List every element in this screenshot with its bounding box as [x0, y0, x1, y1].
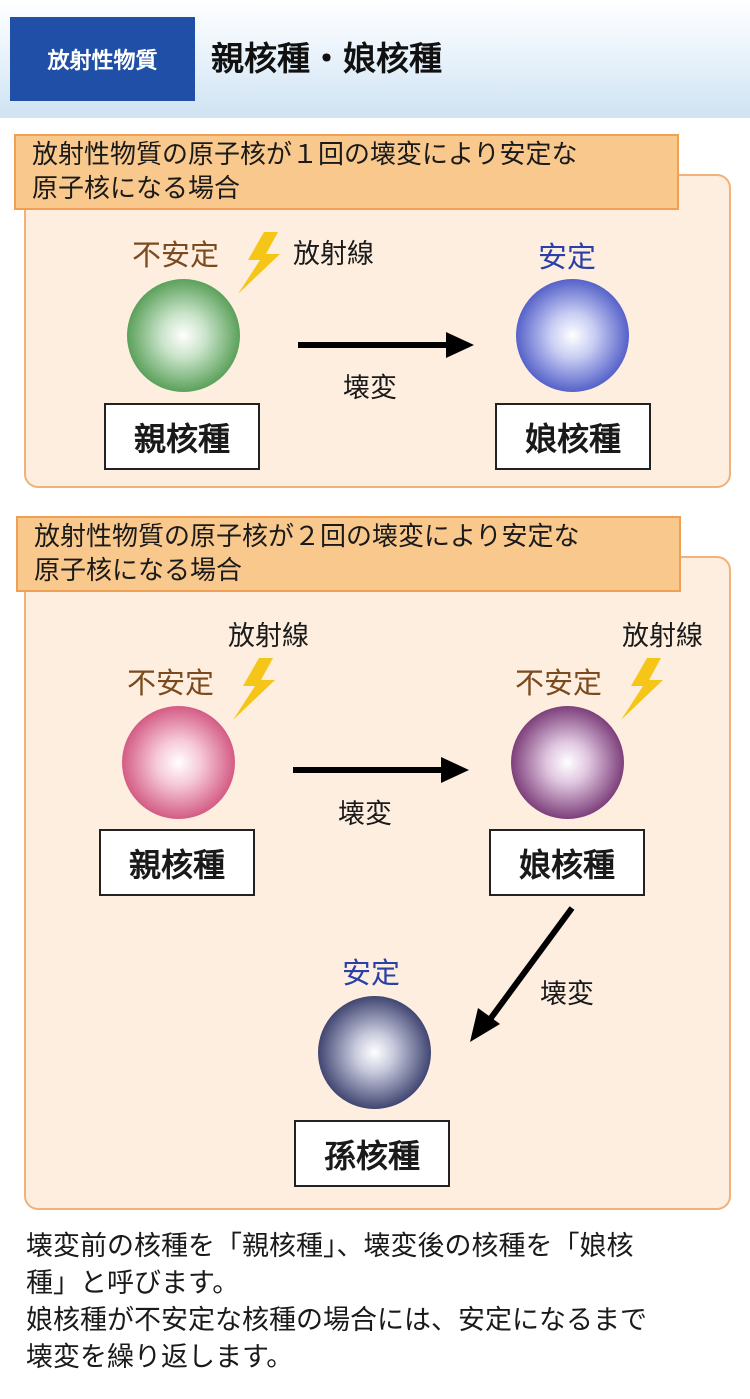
- category-badge: 放射性物質: [10, 17, 195, 101]
- unstable-label-b: 不安定: [515, 666, 603, 700]
- decay-label-a: 壊変: [338, 799, 392, 830]
- decay-label-b: 壊変: [540, 979, 594, 1010]
- daughter-nuclide-box: 娘核種: [495, 403, 651, 470]
- decay-arrow-diagonal-icon: [470, 906, 575, 1042]
- radiation-label-a: 放射線: [228, 621, 309, 652]
- description-text: 壊変前の核種を「親核種」、壊変後の核種を「娘核 種」と呼びます。 娘核種が不安定…: [26, 1231, 647, 1373]
- parent-nuclide-box: 親核種: [104, 403, 260, 470]
- decay-arrow-icon: [298, 332, 474, 358]
- stable-label: 安定: [538, 240, 597, 274]
- unstable-label: 不安定: [132, 238, 220, 272]
- daughter-nuclide-box: 娘核種: [489, 829, 645, 896]
- decay-label: 壊変: [343, 373, 397, 404]
- parent-nucleus-ball: [127, 279, 240, 392]
- decay-arrow-icon: [293, 757, 469, 783]
- granddaughter-nucleus-ball: [318, 996, 431, 1109]
- lightning-bolt-icon: [233, 658, 275, 720]
- panel-single-decay-label: 放射性物質の原子核が１回の壊変により安定な 原子核になる場合: [14, 134, 679, 210]
- stable-label: 安定: [342, 956, 401, 990]
- lightning-bolt-icon: [621, 658, 663, 720]
- page-header: 放射性物質 親核種・娘核種: [0, 0, 750, 118]
- parent-nucleus-ball: [122, 706, 235, 819]
- panel-double-decay-label: 放射性物質の原子核が２回の壊変により安定な 原子核になる場合: [16, 516, 681, 592]
- parent-nuclide-box: 親核種: [99, 829, 255, 896]
- unstable-label-a: 不安定: [127, 666, 215, 700]
- daughter-nucleus-ball: [511, 706, 624, 819]
- daughter-nucleus-ball: [516, 279, 629, 392]
- lightning-bolt-icon: [238, 232, 280, 294]
- radiation-label-b: 放射線: [622, 621, 703, 652]
- radiation-label: 放射線: [293, 239, 374, 270]
- granddaughter-nuclide-box: 孫核種: [294, 1120, 450, 1187]
- page-title: 親核種・娘核種: [211, 39, 442, 78]
